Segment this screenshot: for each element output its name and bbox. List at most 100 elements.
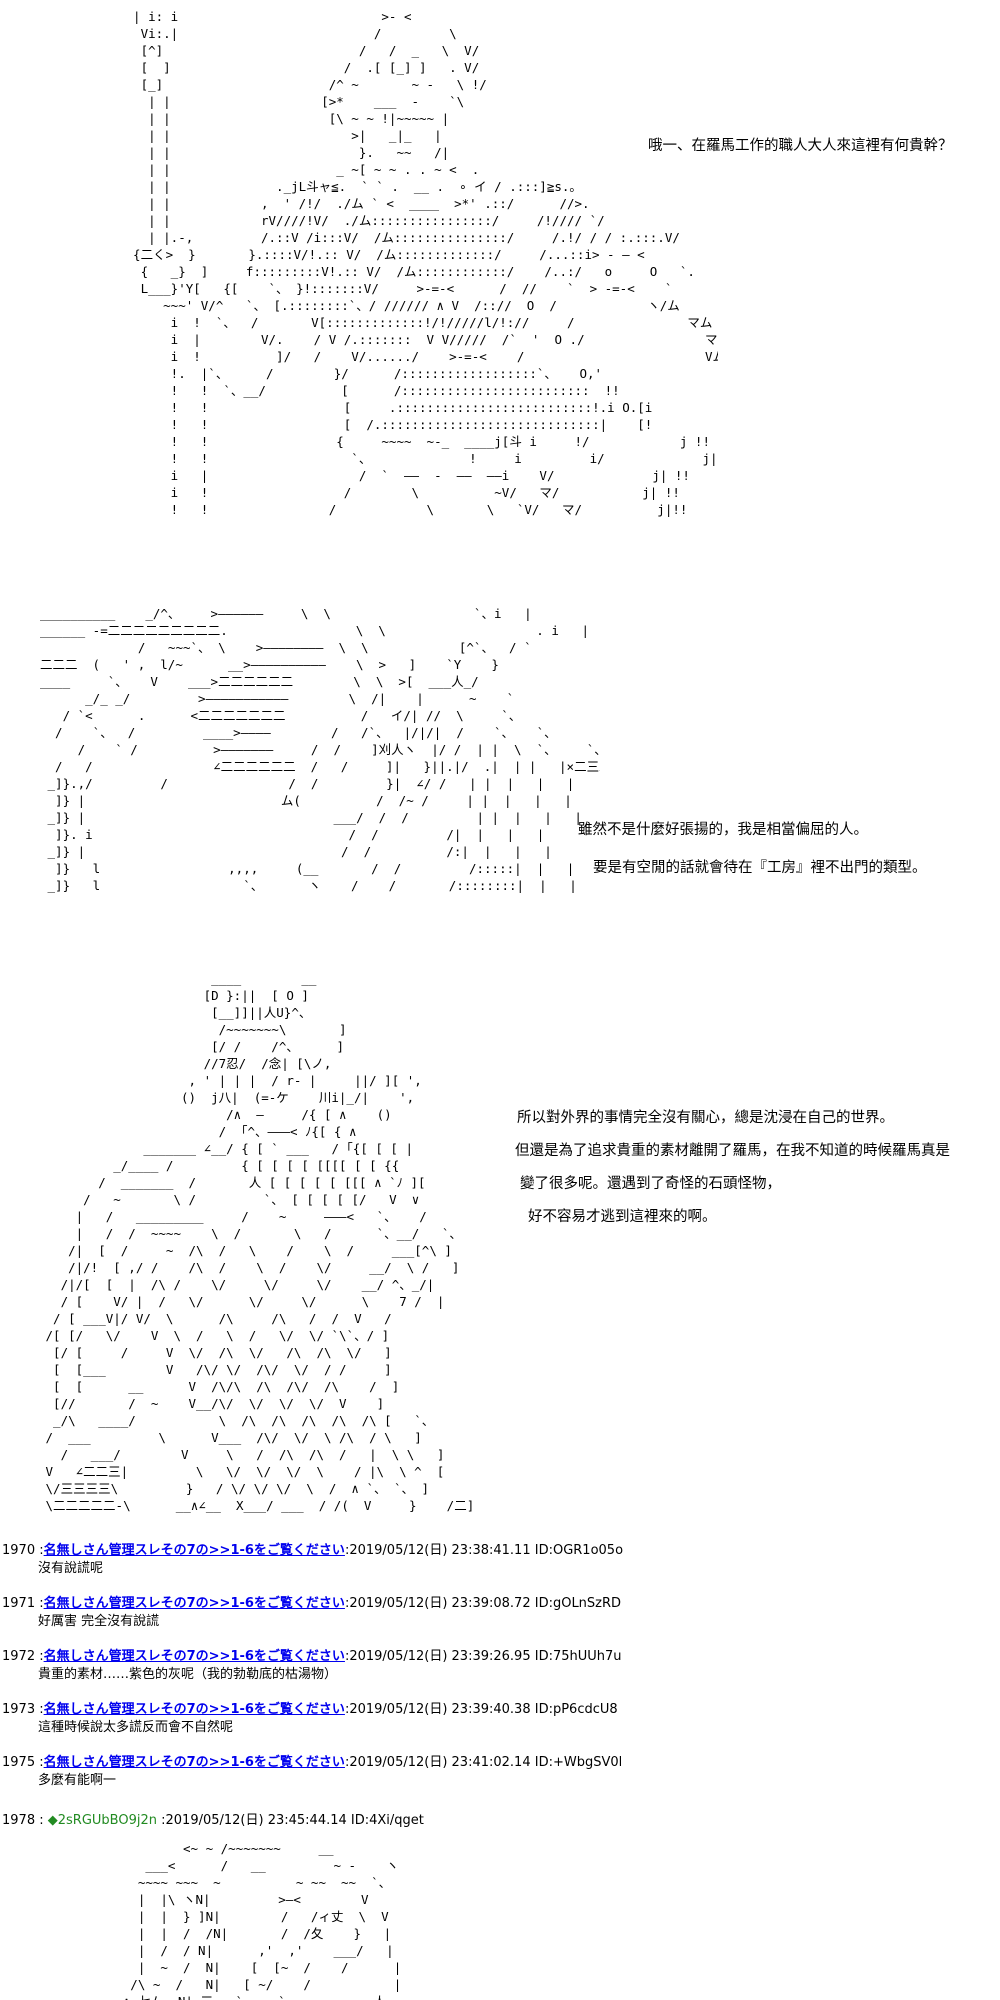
ascii-art-line: [ ] / .[ [_] ] . V/ (118, 60, 480, 75)
ascii-art-line: | | _ ~[ ~ ~ . . ~ < . (118, 162, 480, 177)
dialogue-line-3d: 好不容易才逃到這裡來的啊。 (528, 1209, 717, 1225)
dialogue-line-2b: 要是有空閒的話就會待在『工房』裡不出門的類型。 (593, 860, 927, 876)
ascii-art-line: //7忍/ /念| [\ノ, (38, 1056, 332, 1071)
ascii-art-line: [/ / /^、 ] (38, 1039, 344, 1054)
post-trip-code[interactable]: ◆2sRGUbBO9j2n (47, 1813, 157, 1828)
ascii-art-line: [// / ~ V__/\/ \/ \/ \/ V ] (38, 1396, 385, 1411)
post-header: 1973 :名無しさん管理スレその7の>>1-6をご覧ください:2019/05/… (2, 1702, 618, 1717)
ascii-art-line: /\ ~ / N| [ ~/ / | (40, 1977, 402, 1992)
ascii-art-line: / ~~~`、 \ >―――――――― \ \ [^`、 / ` (40, 640, 532, 655)
ascii-art-figure-3: ____ __ [D }:|| [ O ] [__]]||人U}^、 /~~~~… (38, 970, 518, 1520)
post-1971: 1971 :名無しさん管理スレその7の>>1-6をご覧ください:2019/05/… (2, 1595, 621, 1631)
ascii-art-line: / ` / >――――――― / / ]刈人ヽ |/ / | | \ `、 `、 (40, 742, 600, 757)
post-name-link[interactable]: 名無しさん管理スレその7の>>1-6をご覧ください (43, 1649, 345, 1664)
ascii-art-line: ______ -=二二二二二二二二二. \ \ . i | (40, 623, 589, 638)
post-id[interactable]: ID:75hUUh7u (534, 1649, 622, 1664)
ascii-art-line: | i: i >- < (118, 9, 412, 24)
ascii-art-line: ~~~' V/^ `、 [.::::::::`、/ ////// ∧ V /::… (118, 298, 680, 313)
post-header: 1978 : ◆2sRGUbBO9j2n :2019/05/12(日) 23:4… (2, 1813, 424, 1828)
ascii-art-figure-1: | i: i >- < Vi:.| / \ [^] / / _ \ V/ [ ]… (118, 8, 718, 548)
ascii-art-line: / `< . <二二二二二二二 / イ/| // \ `、 (40, 708, 522, 723)
ascii-art-line: /| [ / ~ /\ / \ / \ / ___[^\ ] (38, 1243, 452, 1258)
ascii-art-line: \/三三三三\ } / \/ \/ \/ \ / ∧ `、 `、 ] (38, 1481, 430, 1496)
ascii-art-line: __________ _/^、 >―――――― \ \ `、i | (40, 606, 532, 621)
ascii-art-line: / [ ___V|/ V/ \ /\ /\ / / V / (38, 1311, 392, 1326)
ascii-art-line: | | [\ ~ ~ !|~~~~~ | (118, 111, 450, 126)
ascii-art-line: / [ V/ | / \/ \/ \/ \ 7 / | (38, 1294, 445, 1309)
dialogue-line-3c: 變了很多呢。還遇到了奇怪的石頭怪物， (520, 1176, 781, 1192)
ascii-art-line: ____ __ (38, 971, 317, 986)
ascii-art-line: | | } ]N| / /ィ丈 \ V (40, 1909, 389, 1924)
post-name-link[interactable]: 名無しさん管理スレその7の>>1-6をご覧ください (43, 1755, 345, 1770)
ascii-art-line: /|/! [ ,/ / /\ / \ / \/ __/ \ / ] (38, 1260, 460, 1275)
post-id[interactable]: ID:+WbgSV0l (534, 1755, 623, 1770)
post-name-link[interactable]: 名無しさん管理スレその7の>>1-6をご覧ください (43, 1543, 345, 1558)
post-name-link[interactable]: 名無しさん管理スレその7の>>1-6をご覧ください (43, 1702, 345, 1717)
ascii-art-line: /[ [/ \/ V \ / \ / \/ \/ `\`、/ ] (38, 1328, 390, 1343)
ascii-art-line: ____ `、 V ___>二二二二二二 \ \ >[ ___人_/ (40, 674, 479, 689)
ascii-art-line: Vi:.| / \ (118, 26, 457, 41)
ascii-art-line: ! ! [ /.:::::::::::::::::::::::::::::| [… (170, 417, 653, 432)
ascii-art-line: i | / ` ―― - ―― ――i V/ j| !! (118, 468, 690, 483)
post-header: 1972 :名無しさん管理スレその7の>>1-6をご覧ください:2019/05/… (2, 1649, 622, 1664)
ascii-art-line: { _} ] f:::::::::V!.:: V/ /ム::::::::::::… (118, 264, 695, 279)
ascii-art-line: / _______ / 人 [ [ [ [ [ [[[ ∧ `ﾉ ][ (38, 1175, 426, 1190)
post-id[interactable]: ID:pP6cdcU8 (534, 1702, 618, 1717)
ascii-art-line: | | }. ~~ /| (118, 145, 450, 160)
ascii-art-line: _/____ / { [ [ [ [ [[[[ [ [ {{ (38, 1158, 400, 1173)
ascii-art-line: i | V/. / V /.::::::: V V///// /` ' O ./… (118, 332, 718, 347)
ascii-art-line: \二二二二二-\ __∧∠__ X___/ ___ / /( V } /二] (38, 1498, 475, 1513)
post-body: 多麼有能啊一 (38, 1773, 117, 1788)
ascii-art-line: ~~~~ ~~~ ~ ~ ~~ ~~ `、 (40, 1875, 392, 1890)
post-id[interactable]: ID:4Xi/qget (350, 1813, 424, 1828)
ascii-art-line: ]} l ,,,, (__ / / /:::::| | | | (40, 861, 600, 876)
ascii-art-line: [^] / / _ \ V/ (118, 43, 480, 58)
post-id[interactable]: ID:OGR1o05o (534, 1543, 624, 1558)
ascii-art-line: _______ ∠__/ { [ ` ___ / ｢{[ [ [ | (38, 1141, 414, 1156)
ascii-art-line: {二く> } }.::::V/!.:: V/ /ム:::::::::::::/ … (118, 247, 645, 262)
ascii-art-line: | / / N| ,' ,' ___/ | (40, 1943, 394, 1958)
post-date: 2019/05/12(日) 23:39:40.38 (349, 1702, 531, 1717)
ascii-art-line: i ! ]/ / V/....../ >-=-< / Vム (118, 349, 718, 364)
ascii-art-line: / ｢^、―――< ﾉ{[ { ∧ (38, 1124, 357, 1139)
ascii-art-line: i ! / \ ~V/ マ/ j| !! (118, 485, 680, 500)
dialogue-line-3b: 但還是為了追求貴重的素材離開了羅馬，在我不知道的時候羅馬真是 (515, 1143, 950, 1159)
post-number: 1973 (2, 1702, 36, 1717)
post-1970: 1970 :名無しさん管理スレその7の>>1-6をご覧ください:2019/05/… (2, 1542, 623, 1578)
ascii-art-line: _]} l `、 ヽ / / /::::::::| | | (40, 878, 577, 893)
ascii-art-line: , ' | | | / r- | ||/ ][ ', (38, 1073, 422, 1088)
post-date: 2019/05/12(日) 23:39:08.72 (349, 1596, 531, 1611)
post-1978: 1978 : ◆2sRGUbBO9j2n :2019/05/12(日) 23:4… (2, 1812, 424, 1830)
post-name-link[interactable]: 名無しさん管理スレその7の>>1-6をご覧ください (43, 1596, 345, 1611)
ascii-art-line: | / / ~~~~ \ / \ / `、__/ `、 (38, 1226, 462, 1241)
post-date: 2019/05/12(日) 23:39:26.95 (349, 1649, 531, 1664)
ascii-art-line: () j八| (=-ケ 川i|_/| ', (38, 1090, 415, 1105)
ascii-art-line: | | [>* ___ - `\ (118, 94, 465, 109)
ascii-art-line: i ! `、 / V[:::::::::::::!/!/////l/!:// /… (118, 315, 713, 330)
dialogue-line-1: 哦一、在羅馬工作的職人大人來這裡有何貴幹？ (648, 138, 953, 154)
ascii-art-line: ]} | ム( / /~ / | | | | | (40, 793, 572, 808)
ascii-art-line: /~~~~~~~\ ] (38, 1022, 347, 1037)
ascii-art-line: | | ._jL斗ャ≦. ` ` . __ . ∘ イ / .:::]≧s.。 (118, 179, 582, 194)
ascii-art-line: | ~ / N| [ [~ / / | (40, 1960, 402, 1975)
ascii-art-line: /∧ ― /{ [ ∧ () (38, 1107, 392, 1122)
ascii-art-line: [ [___ V /\/ \/ /\/ \/ / / ] (38, 1362, 392, 1377)
ascii-art-line: [D }:|| [ O ] (38, 988, 309, 1003)
post-header: 1975 :名無しさん管理スレその7の>>1-6をご覧ください:2019/05/… (2, 1755, 623, 1770)
post-body: 好厲害 完全沒有說謊 (38, 1614, 160, 1629)
post-body: 貴重的素材……紫色的灰呢（我的勃勒底的枯湯物） (38, 1667, 338, 1682)
ascii-art-line: /|/[ [ | /\ / \/ \/ \/ __/ ^、_/| (38, 1277, 435, 1292)
post-number: 1978 (2, 1813, 36, 1828)
ascii-art-line: | |.-, /.::V /i:::V/ /ム:::::::::::::::/ … (118, 230, 680, 245)
post-1975: 1975 :名無しさん管理スレその7の>>1-6をご覧ください:2019/05/… (2, 1754, 622, 1790)
dialogue-line-2a: 雖然不是什麼好張揚的，我是相當偏屈的人。 (578, 822, 868, 838)
ascii-art-line: _]} | / / /:| | | | (40, 844, 552, 859)
ascii-art-line: | | / /N| / /夂 } | (40, 1926, 392, 1941)
ascii-art-line: [_] /^ ~ ~ - \ !/ (118, 77, 487, 92)
ascii-art-line: / ___ \ V___ /\/ \/ \ /\ / \ ] (38, 1430, 422, 1445)
ascii-art-figure-2: __________ _/^、 >―――――― \ \ `、i | ______ … (40, 605, 600, 905)
post-id[interactable]: ID:gOLnSzRD (534, 1596, 622, 1611)
ascii-art-line: / `、 / ____>―――― / /`、 |/|/| / `、 `、 (40, 725, 557, 740)
post-header: 1970 :名無しさん管理スレその7の>>1-6をご覧ください:2019/05/… (2, 1543, 624, 1558)
ascii-art-line: / / ∠二二二二二二 / / ]| }||.|/ .| | | |×二三二=-… (40, 759, 600, 774)
